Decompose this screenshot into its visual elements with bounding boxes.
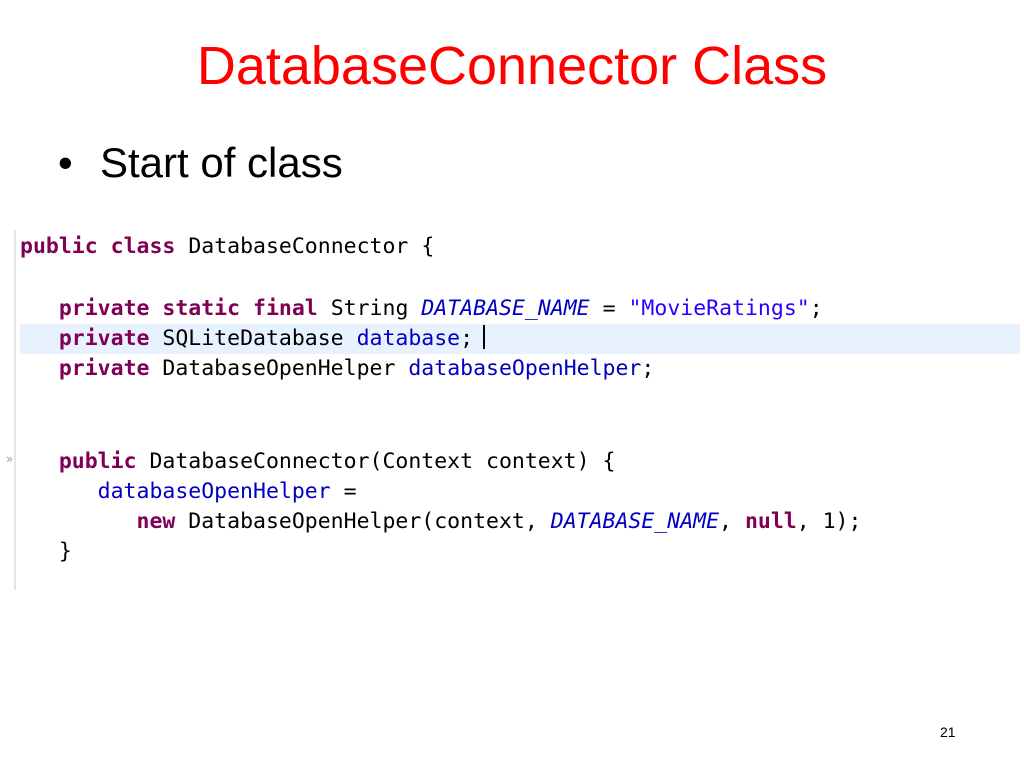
slide-title: DatabaseConnector Class xyxy=(196,36,828,96)
operator: = xyxy=(602,296,616,321)
code-line-8: } xyxy=(20,537,1020,567)
keyword: class xyxy=(110,234,176,259)
keyword: public xyxy=(58,449,137,474)
semicolon: ; xyxy=(460,326,474,351)
code-line-3-current[interactable]: private SQLiteDatabase database; xyxy=(20,324,1020,354)
keyword: private xyxy=(58,356,150,381)
keyword: static xyxy=(162,296,241,321)
operator: = xyxy=(343,479,357,504)
keyword: private xyxy=(58,326,150,351)
bullet-item: • Start of class xyxy=(58,138,343,188)
code-line-7: new DatabaseOpenHelper(context, DATABASE… xyxy=(20,507,1020,537)
bullet-text: Start of class xyxy=(100,139,343,186)
open-brace: { xyxy=(602,449,616,474)
constant-name: DATABASE_NAME xyxy=(421,296,590,321)
field-name: database xyxy=(356,326,461,351)
close-brace: } xyxy=(58,539,72,564)
class-name: DatabaseConnector xyxy=(188,234,409,259)
open-brace: { xyxy=(421,234,435,259)
constructor-call: DatabaseOpenHelper(context, xyxy=(188,509,538,534)
code-editor[interactable]: public class DatabaseConnector { private… xyxy=(14,230,1020,590)
constant-name: DATABASE_NAME xyxy=(550,509,720,534)
keyword: null xyxy=(744,509,797,534)
semicolon: ; xyxy=(809,296,823,321)
semicolon: ; xyxy=(641,356,655,381)
keyword: new xyxy=(136,509,176,534)
keyword: public xyxy=(20,234,98,259)
fold-marker-icon: » xyxy=(6,452,14,466)
slide-number: 21 xyxy=(940,724,956,740)
keyword: private xyxy=(58,296,150,321)
text-cursor xyxy=(483,325,486,349)
bullet-dot: • xyxy=(58,139,73,186)
field-name: databaseOpenHelper xyxy=(408,356,642,381)
code-line-4: private DatabaseOpenHelper databaseOpenH… xyxy=(20,354,1020,384)
keyword: final xyxy=(253,296,318,321)
code-line-1: public class DatabaseConnector { xyxy=(20,232,1020,262)
comma: , xyxy=(719,509,732,534)
string-literal: "MovieRatings" xyxy=(628,296,810,321)
code-line-2: private static final String DATABASE_NAM… xyxy=(20,294,1020,324)
constructor-signature: DatabaseConnector(Context context) xyxy=(149,449,590,474)
type-name: SQLiteDatabase xyxy=(162,326,344,351)
call-close: , 1); xyxy=(796,509,862,534)
code-line-5: public DatabaseConnector(Context context… xyxy=(20,447,1020,477)
code-line-6: databaseOpenHelper = xyxy=(20,477,1020,507)
type-name: DatabaseOpenHelper xyxy=(162,356,396,381)
type-name: String xyxy=(330,296,409,321)
field-name: databaseOpenHelper xyxy=(97,479,331,504)
